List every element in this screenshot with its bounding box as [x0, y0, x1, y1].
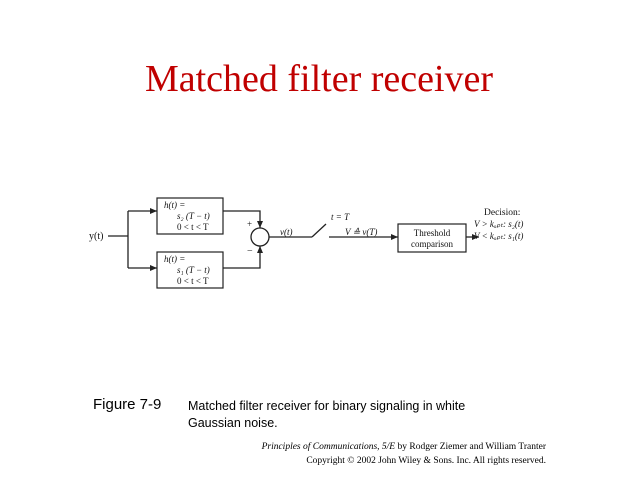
filter-top-line2: s₂ (T − t): [177, 211, 210, 221]
switch-label: t = T: [331, 212, 350, 222]
summer-circle: [250, 227, 270, 247]
credit-book-line: Principles of Communications, 5/E by Rod…: [230, 440, 546, 454]
threshold-box: [397, 223, 467, 253]
decision-line1: V > kₒₚₜ: s₂(t): [474, 219, 523, 229]
book-title: Principles of Communications, 5/E: [261, 442, 396, 452]
figure-number: Figure 7-9: [93, 396, 162, 413]
threshold-line1: Threshold: [414, 228, 451, 238]
filter-bottom-line1: h(t) =: [164, 254, 185, 264]
filter-top-box: [156, 197, 224, 235]
filter-top-line1: h(t) =: [164, 200, 185, 210]
sample-label: V ≙ v(T): [345, 227, 377, 237]
figure-caption: Matched filter receiver for binary signa…: [188, 399, 466, 430]
bottom-to-summer-line: [223, 246, 263, 269]
slide-title: Matched filter receiver: [144, 58, 494, 100]
input-label: y(t): [89, 231, 103, 242]
switch-blade: [311, 223, 327, 238]
threshold-line2: comparison: [411, 239, 453, 249]
copyright-line: Copyright © 2002 John Wiley & Sons. Inc.…: [306, 456, 546, 466]
book-authors: by Rodger Ziemer and William Tranter: [395, 442, 546, 452]
summer-plus-sign: +: [247, 219, 252, 229]
filter-bottom-line2: s₁ (T − t): [177, 265, 210, 275]
matched-filter-diagram: y(t) h(t) = s₂ (T − t) 0 < t < T h(t) = …: [89, 197, 523, 289]
summer-minus-sign: −: [247, 246, 253, 257]
top-to-summer-line: [223, 210, 263, 228]
filter-bottom-line3: 0 < t < T: [177, 276, 209, 286]
filter-top-line3: 0 < t < T: [177, 222, 209, 232]
decision-title: Decision:: [484, 208, 520, 218]
summer-output-label: v(t): [280, 227, 293, 237]
decision-line2: V < kₒₚₜ: s₁(t): [474, 231, 523, 241]
filter-bottom-box: [156, 251, 224, 289]
copyright-credit: Principles of Communications, 5/E by Rod…: [230, 440, 546, 468]
